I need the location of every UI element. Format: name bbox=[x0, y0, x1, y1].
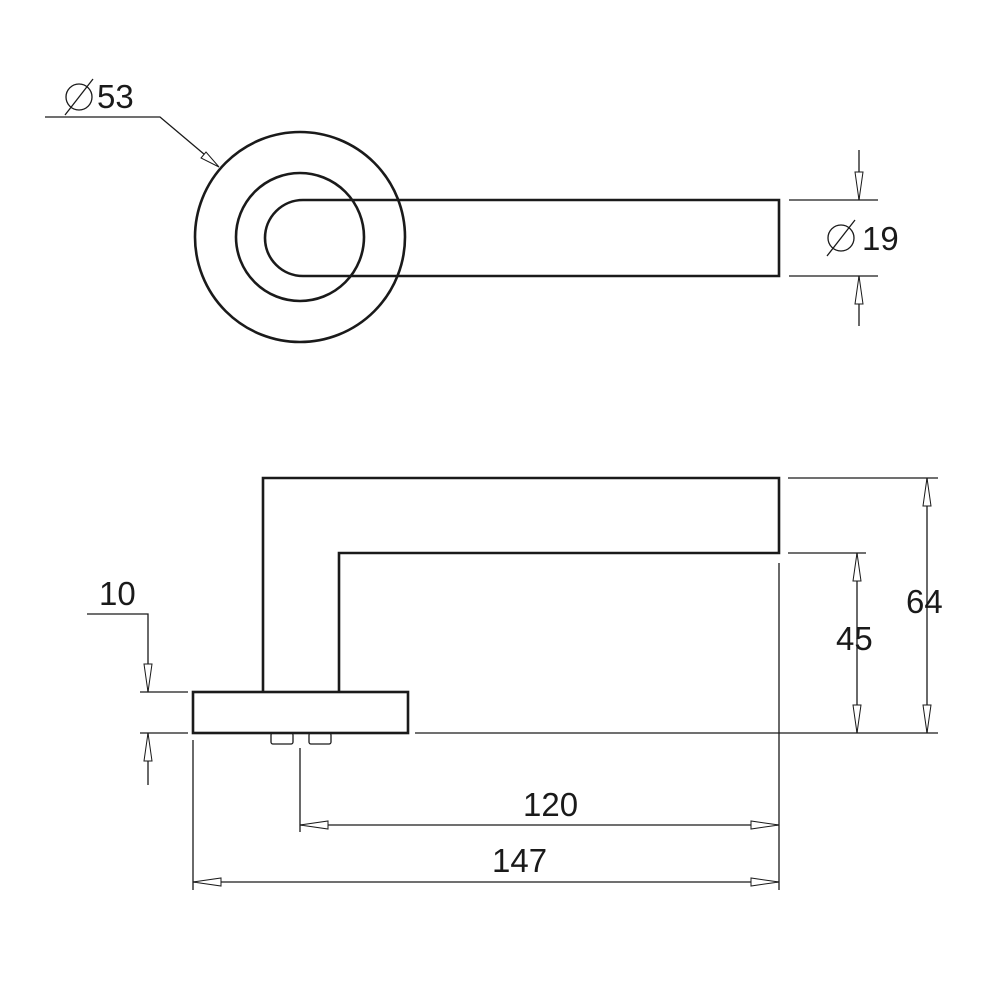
rose-inner-circle bbox=[234, 171, 366, 303]
overall-height-arrow-bottom bbox=[922, 704, 932, 734]
lever-diameter-label: 19 bbox=[862, 220, 899, 257]
top-view: 53 19 bbox=[45, 78, 899, 344]
spindle-to-tip-dimension: 120 bbox=[299, 786, 780, 830]
rose-thickness-label: 10 bbox=[99, 575, 136, 612]
lever-side-outline bbox=[261, 476, 781, 692]
inner-height-arrow-bottom bbox=[852, 704, 862, 734]
lever-outline bbox=[263, 198, 781, 278]
overall-length-arrow-left bbox=[192, 877, 222, 887]
side-view: 10 45 64 120 147 bbox=[87, 476, 943, 890]
lever-diameter-arrow-bottom bbox=[854, 275, 864, 305]
rose-diameter-arrowhead bbox=[200, 151, 220, 168]
inner-height-arrow-top bbox=[852, 552, 862, 582]
fixing-screw-left bbox=[270, 732, 294, 745]
lever-inner-height-dimension: 45 bbox=[836, 552, 873, 734]
lever-diameter-dimension: 19 bbox=[789, 150, 899, 326]
lever-inner-height-label: 45 bbox=[836, 620, 873, 657]
overall-height-label: 64 bbox=[906, 583, 943, 620]
diameter-symbol-icon bbox=[826, 219, 856, 257]
spindle-to-tip-label: 120 bbox=[523, 786, 578, 823]
rose-diameter-label: 53 bbox=[97, 78, 134, 115]
overall-length-dimension: 147 bbox=[192, 842, 780, 887]
overall-length-label: 147 bbox=[492, 842, 547, 879]
rose-thickness-arrow-bottom bbox=[143, 732, 153, 762]
rose-thickness-arrow-top bbox=[143, 663, 153, 693]
diameter-symbol-icon bbox=[64, 78, 94, 116]
spindle-to-tip-arrow-left bbox=[299, 820, 329, 830]
overall-height-dimension: 64 bbox=[906, 477, 943, 734]
overall-length-arrow-right bbox=[750, 877, 780, 887]
overall-height-arrow-top bbox=[922, 477, 932, 507]
fixing-screw-right bbox=[308, 732, 332, 745]
rose-diameter-leader bbox=[45, 116, 212, 161]
lever-diameter-arrow-top bbox=[854, 171, 864, 201]
rose-base bbox=[191, 690, 410, 735]
rose-diameter-dimension: 53 bbox=[45, 78, 220, 168]
spindle-to-tip-arrow-right bbox=[750, 820, 780, 830]
rose-thickness-dimension: 10 bbox=[87, 575, 188, 785]
rose-outer-circle bbox=[193, 130, 407, 344]
